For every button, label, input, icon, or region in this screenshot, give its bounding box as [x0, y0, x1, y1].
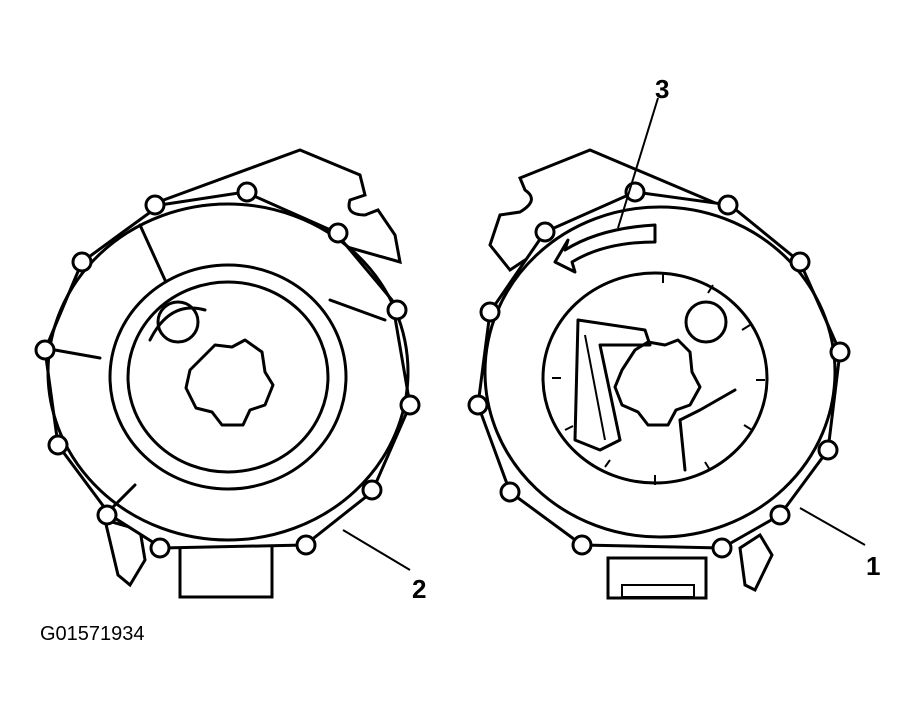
left-bolt-bosses — [34, 181, 421, 559]
right-sector-line — [678, 418, 687, 472]
left-casing — [46, 202, 410, 542]
callout-3-number: 3 — [655, 74, 669, 104]
right-rotor-window — [573, 318, 652, 452]
right-tab-connector — [621, 584, 695, 598]
right-window-rib — [584, 334, 606, 441]
right-cancel-cam — [684, 300, 728, 344]
right-casing — [483, 205, 837, 539]
callout-1-leader — [799, 507, 866, 546]
right-bolt-bosses — [467, 181, 851, 559]
callout-2-leader — [342, 529, 411, 571]
right-splined-hub — [613, 338, 702, 427]
left-rotor-ring-inner — [126, 280, 330, 474]
left-sector-line — [108, 483, 137, 512]
left-rotor-ring-outer — [108, 263, 348, 491]
right-sector-line — [678, 388, 737, 422]
left-splined-hub — [184, 338, 275, 427]
left-sector-line — [328, 298, 387, 322]
callout-3-leader — [617, 97, 659, 229]
figure-id: G01571934 — [40, 623, 145, 645]
right-rotor-notches — [552, 273, 765, 485]
left-sector-line — [53, 348, 102, 360]
right-bottom-lug — [738, 532, 774, 593]
rotation-direction-arrow — [553, 223, 657, 274]
left-bottom-tab — [178, 543, 274, 599]
callout-leaders — [342, 97, 866, 571]
callout-1-number: 1 — [866, 551, 880, 581]
left-cancel-cam — [156, 300, 200, 344]
left-cam-guide — [148, 306, 207, 342]
callout-2-number: 2 — [412, 574, 426, 604]
left-sector-line — [138, 223, 167, 282]
right-clockspring-view — [467, 148, 851, 600]
left-clockspring-view — [34, 148, 421, 599]
